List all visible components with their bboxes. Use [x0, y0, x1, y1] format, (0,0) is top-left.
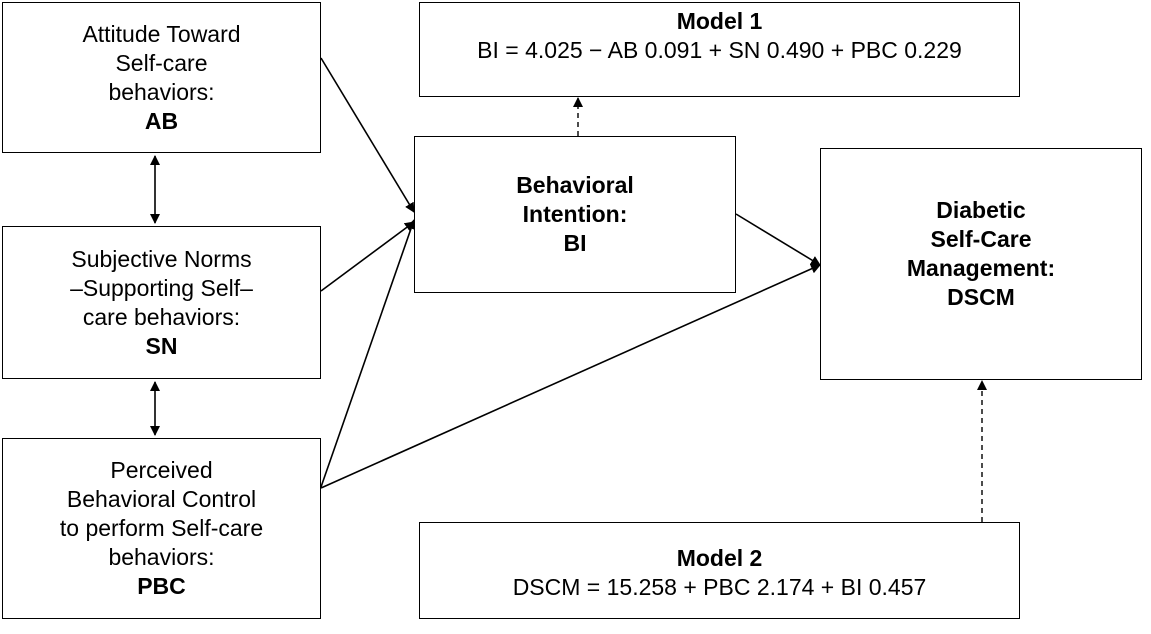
arrow-pbc-to-dscm	[320, 264, 821, 489]
behavioral-intention-text-line: Intention:	[522, 201, 628, 227]
attitude-code: AB	[144, 107, 179, 134]
subjective-norms-text-line: care behaviors:	[82, 303, 241, 330]
attitude-text-line: Self-care	[115, 49, 208, 76]
model1-box: Model 1 BI = 4.025 − AB 0.091 + SN 0.490…	[419, 2, 1020, 97]
behavioral-intention-code: BI	[563, 230, 587, 256]
perceived-control-text-line: to perform Self-care	[59, 515, 264, 541]
perceived-control-box: Perceived Behavioral Control to perform …	[2, 438, 321, 619]
diabetic-self-care-text-line: Self-Care	[930, 226, 1032, 252]
model2-title: Model 2	[676, 544, 763, 571]
attitude-text-line: Attitude Toward	[82, 20, 241, 47]
attitude-box: Attitude Toward Self-care behaviors: AB	[2, 2, 321, 153]
perceived-control-text-line: behaviors:	[108, 544, 215, 570]
perceived-control-code: PBC	[137, 573, 186, 599]
model2-equation: DSCM = 15.258 + PBC 2.174 + BI 0.457	[512, 573, 927, 600]
subjective-norms-text-line: Subjective Norms	[71, 245, 252, 272]
behavioral-intention-box: Behavioral Intention: BI	[414, 136, 736, 293]
diabetic-self-care-text-line: Diabetic	[936, 197, 1026, 223]
diabetic-self-care-box: Diabetic Self-Care Management: DSCM	[820, 148, 1142, 380]
model1-equation: BI = 4.025 − AB 0.091 + SN 0.490 + PBC 0…	[477, 37, 962, 63]
perceived-control-text-line: Behavioral Control	[66, 486, 257, 512]
arrow-ab-to-bi	[320, 57, 415, 213]
model1-title: Model 1	[676, 8, 763, 34]
subjective-norms-code: SN	[145, 332, 178, 359]
arrow-pbc-to-bi	[320, 219, 416, 488]
arrow-sn-to-bi	[320, 221, 415, 292]
perceived-control-text-line: Perceived	[110, 457, 213, 483]
model2-box: Model 2 DSCM = 15.258 + PBC 2.174 + BI 0…	[419, 522, 1020, 619]
diabetic-self-care-text-line: Management:	[906, 255, 1056, 281]
behavioral-intention-text-line: Behavioral	[516, 172, 634, 198]
subjective-norms-box: Subjective Norms –Supporting Self– care …	[2, 226, 321, 379]
subjective-norms-text-line: –Supporting Self–	[70, 274, 253, 301]
diabetic-self-care-code: DSCM	[947, 284, 1015, 310]
attitude-text-line: behaviors:	[108, 78, 215, 105]
arrow-bi-to-dscm	[735, 213, 821, 266]
